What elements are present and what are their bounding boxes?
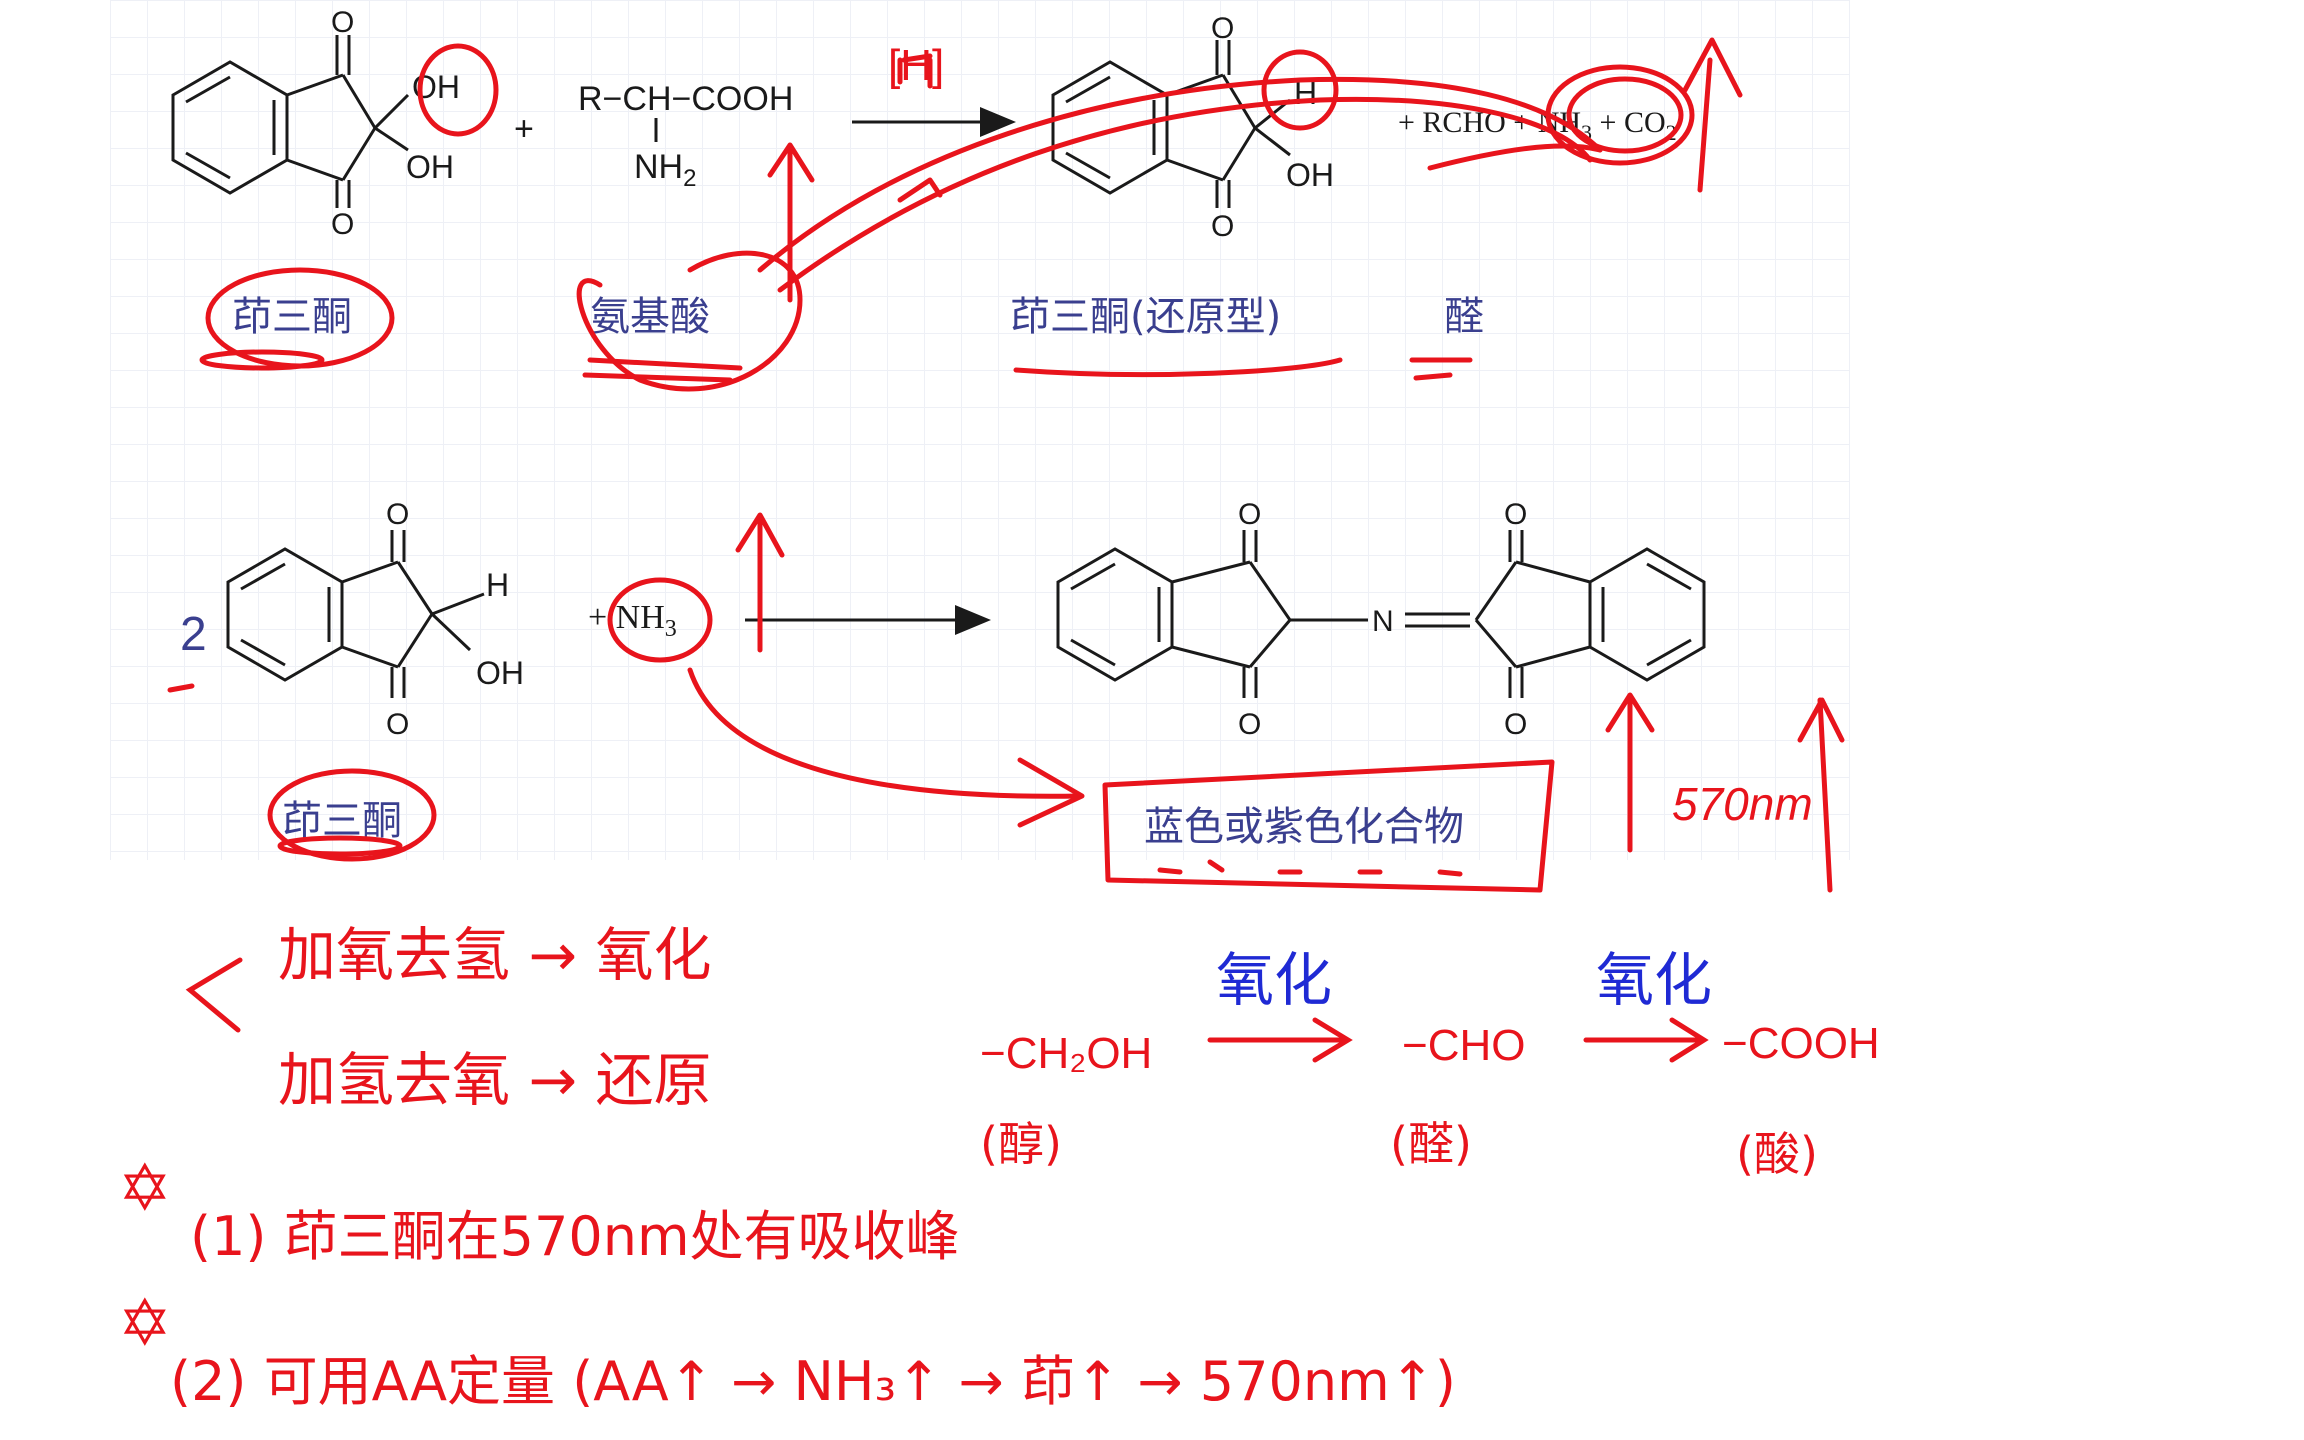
r2-bottom-oxygen: O [386,708,409,741]
purple-compound-structure [1056,530,1706,698]
r2-top-oxygen: O [386,498,409,531]
amino-acid-formula: R−CH−COOH [578,80,793,118]
wavelength-note: 570nm [1672,778,1813,830]
amino-acid-label: 氨基酸 [590,294,710,340]
amino-acid-amine: NH2 [634,148,696,192]
star-mark-1: ✡ [118,1152,172,1224]
chain-step2-label: 氧化 [1596,946,1712,1014]
chain-acid-label: (酸) [1736,1127,1818,1181]
chain-arrow-1 [1207,1017,1353,1063]
note-point-1: (1) 茚三酮在570nm处有吸收峰 [190,1205,960,1268]
note-reduction-rule: 加氢去氧 → 还原 [278,1046,711,1114]
chain-aldehyde: −CHO [1402,1021,1525,1070]
r1-plus-sign: + [514,110,534,148]
red-ink-annotations: [H] [167,37,1845,893]
r1-ninhydrin-label: 茚三酮 [232,294,352,340]
note-oxidation-rule: 加氧去氢 → 氧化 [278,921,711,989]
purple-nitrogen: N [1372,605,1394,638]
ninhydrin-structure-1 [171,35,410,208]
p1-top-oxygen: O [1211,12,1234,45]
ninhydrin-structure-2 [226,530,485,698]
chain-aldehyde-label: (醛) [1390,1117,1472,1171]
r1-top-oxygen: O [331,6,354,39]
note-point-2: (2) 可用AA定量 (AA↑ → NH₃↑ → 茚↑ → 570nm↑) [170,1350,1456,1413]
chain-alcohol: −CH₂OH [980,1029,1152,1078]
star-mark-2: ✡ [118,1287,172,1359]
chain-step1-label: 氧化 [1216,946,1332,1014]
chain-arrow-2 [1583,1017,1709,1063]
r2-coefficient: 2 [180,608,207,661]
aldehyde-label: 醛 [1444,294,1484,340]
purple-o4: O [1504,708,1527,741]
purple-compound-label: 蓝色或紫色化合物 [1144,804,1464,850]
p1-bottom-oxygen: O [1211,210,1234,243]
p1-hydroxyl: OH [1286,157,1334,193]
purple-o3: O [1504,498,1527,531]
reduced-ninhydrin-label: 茚三酮(还原型) [1010,294,1281,340]
purple-o1: O [1238,498,1261,531]
reduced-ninhydrin-structure [1051,40,1291,208]
purple-o2: O [1238,708,1261,741]
hydrogen-condition: [H] [888,41,944,90]
brace-mark [185,957,243,1033]
r2-ammonia: + NH3 [588,599,677,642]
r1-bottom-oxygen: O [331,208,354,241]
chain-alcohol-label: (醇) [980,1117,1062,1171]
r2-hydroxyl: OH [476,655,524,691]
r1-hydroxyl-bottom: OH [406,149,454,185]
chain-acid: −COOH [1722,1019,1880,1068]
r2-hydrogen: H [486,567,509,603]
